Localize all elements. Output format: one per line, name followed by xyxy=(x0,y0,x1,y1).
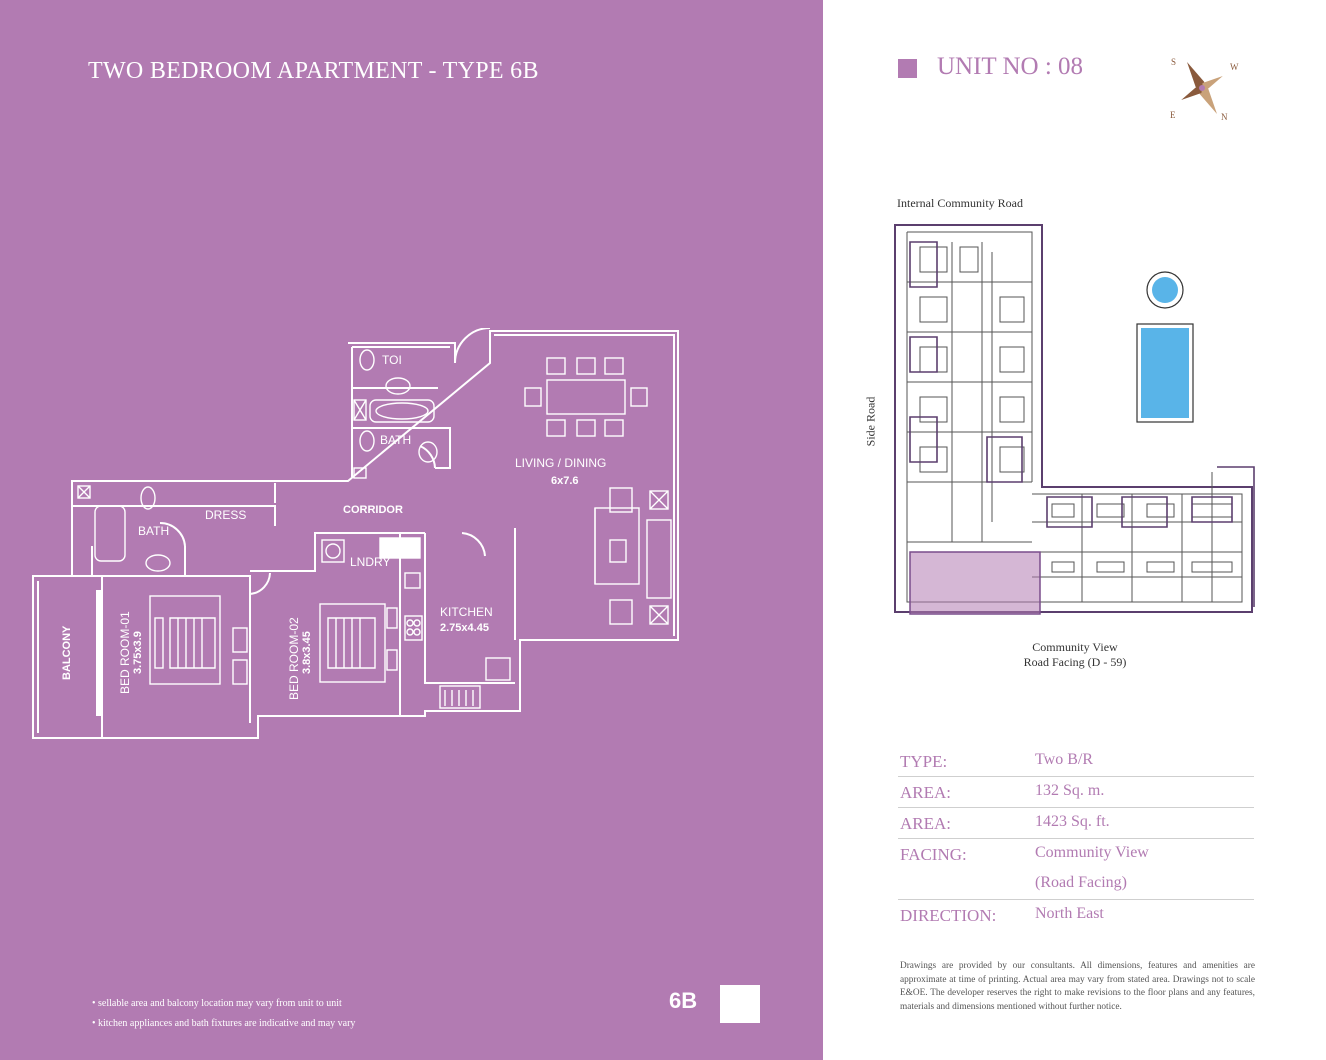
spec-row-area-sqm: AREA: 132 Sq. m. xyxy=(898,777,1254,808)
room-size-living: 6x7.6 xyxy=(551,475,579,487)
sofa-set xyxy=(594,487,672,625)
spec-row-facing-cont: (Road Facing) xyxy=(898,869,1254,900)
room-label-bed-02: BED ROOM-02 xyxy=(287,617,301,700)
site-plan xyxy=(894,224,1255,615)
room-size-bed-01: 3.75x3.9 xyxy=(132,631,144,674)
room-label-bath-left: BATH xyxy=(138,524,169,538)
compass-letter-n: N xyxy=(1221,112,1228,122)
balcony-outline xyxy=(32,575,103,739)
room-label-toi: TOI xyxy=(382,353,402,367)
compass-letter-e: E xyxy=(1170,110,1176,120)
note-item: • kitchen appliances and bath fixtures a… xyxy=(92,1018,356,1029)
room-size-kitchen: 2.75x4.45 xyxy=(440,622,489,634)
room-label-bed-01: BED ROOM-01 xyxy=(118,611,132,694)
room-label-dress: DRESS xyxy=(205,508,246,522)
type-swatch xyxy=(720,985,760,1023)
floor-plan-panel: TWO BEDROOM APARTMENT - TYPE 6B xyxy=(0,0,823,1060)
bed-02 xyxy=(319,603,398,683)
compass-letter-s: S xyxy=(1171,57,1176,67)
kitchen-fixtures xyxy=(321,537,511,709)
note-item: • sellable area and balcony location may… xyxy=(92,998,342,1009)
road-label-side: Side Road xyxy=(863,396,878,447)
plan-notes: • sellable area and balcony location may… xyxy=(92,994,355,1034)
road-label-bottom: Community View Road Facing (D - 59) xyxy=(1023,640,1127,669)
bed-01 xyxy=(149,595,248,685)
room-size-bed-02: 3.8x3.45 xyxy=(301,631,313,674)
spec-row-direction: DIRECTION: North East xyxy=(900,905,1104,925)
compass-letter-w: W xyxy=(1230,62,1239,72)
unit-number: UNIT NO : 08 xyxy=(937,53,1084,80)
bath-fixtures-left xyxy=(77,485,171,572)
spec-row-facing: FACING: Community View xyxy=(900,844,1149,864)
disclaimer-text: Drawings are provided by our consultants… xyxy=(900,961,1255,1012)
page-title: TWO BEDROOM APARTMENT - TYPE 6B xyxy=(88,58,539,84)
balcony-door xyxy=(96,590,102,716)
unit-08-highlight xyxy=(910,552,1040,614)
floor-plan-drawing: TOI BATH BATH DRESS CORRIDOR LIVING / DI… xyxy=(32,328,679,739)
room-label-kitchen: KITCHEN xyxy=(440,605,493,619)
dining-set xyxy=(524,357,648,437)
room-label-living: LIVING / DINING xyxy=(515,456,606,470)
road-label-top: Internal Community Road xyxy=(897,196,1023,210)
spec-row-type: TYPE: Two B/R xyxy=(898,746,1254,777)
room-label-corridor: CORRIDOR xyxy=(343,504,403,516)
spec-row-area-sqft: AREA: 1423 Sq. ft. xyxy=(898,808,1254,839)
room-label-balcony: BALCONY xyxy=(61,625,73,680)
unit-color-swatch xyxy=(898,59,917,78)
compass-icon: S W E N xyxy=(1170,57,1239,122)
bath-fixtures-top xyxy=(353,349,438,479)
room-label-bath-top: BATH xyxy=(380,433,411,447)
type-code: 6B xyxy=(669,988,698,1013)
room-label-laundry: LNDRY xyxy=(350,555,390,569)
unit-specs: TYPE: Two B/R AREA: 132 Sq. m. AREA: 142… xyxy=(898,746,1254,930)
